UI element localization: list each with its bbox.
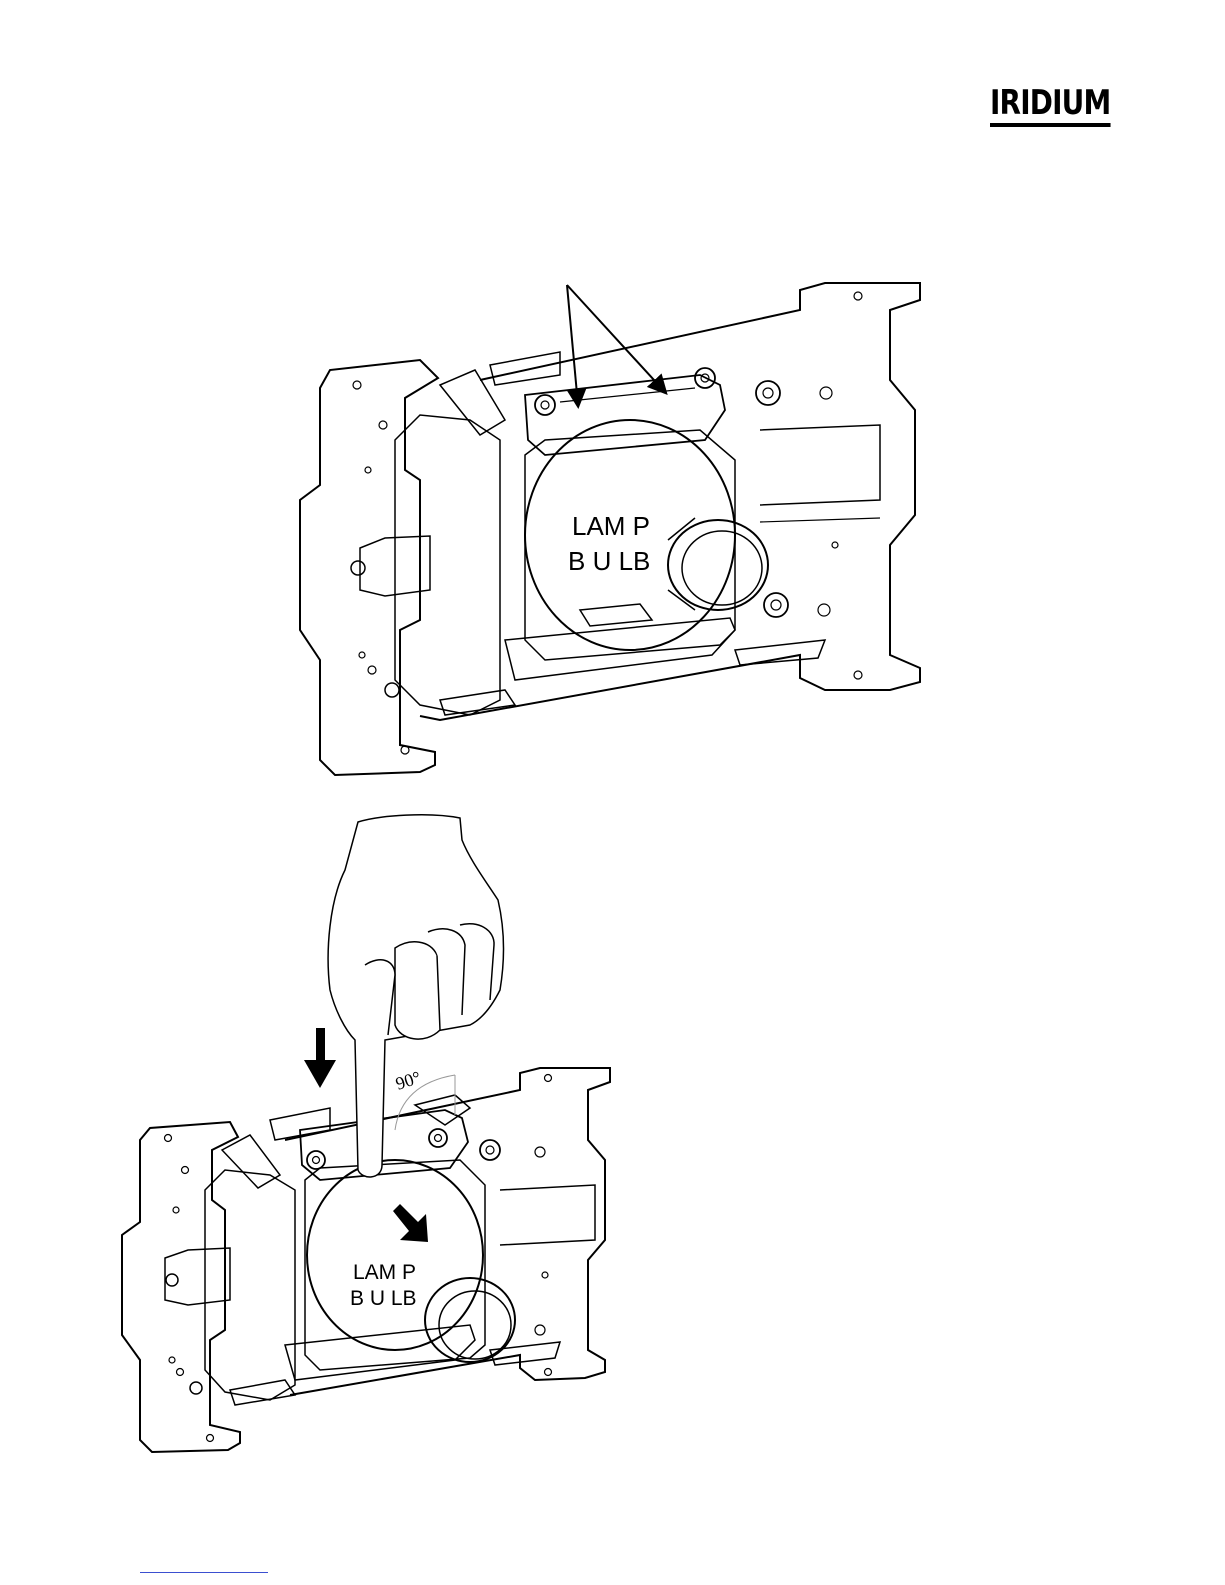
lamp-bulb-label-top-line2: B U LB bbox=[568, 546, 650, 576]
press-down-arrow-icon bbox=[304, 1028, 336, 1088]
lamp-bulb-label-top-line1: LAM P bbox=[572, 511, 650, 541]
rotation-angle-label: 90° bbox=[393, 1067, 423, 1094]
lamp-bulb-label-bottom-line1: LAM P bbox=[353, 1261, 416, 1284]
pointer-arrows bbox=[567, 285, 665, 405]
lamp-bulb-label-bottom-line2: B U LB bbox=[350, 1287, 417, 1310]
footer-rule bbox=[140, 1572, 268, 1573]
rotate-direction-arrow-icon bbox=[393, 1204, 428, 1242]
